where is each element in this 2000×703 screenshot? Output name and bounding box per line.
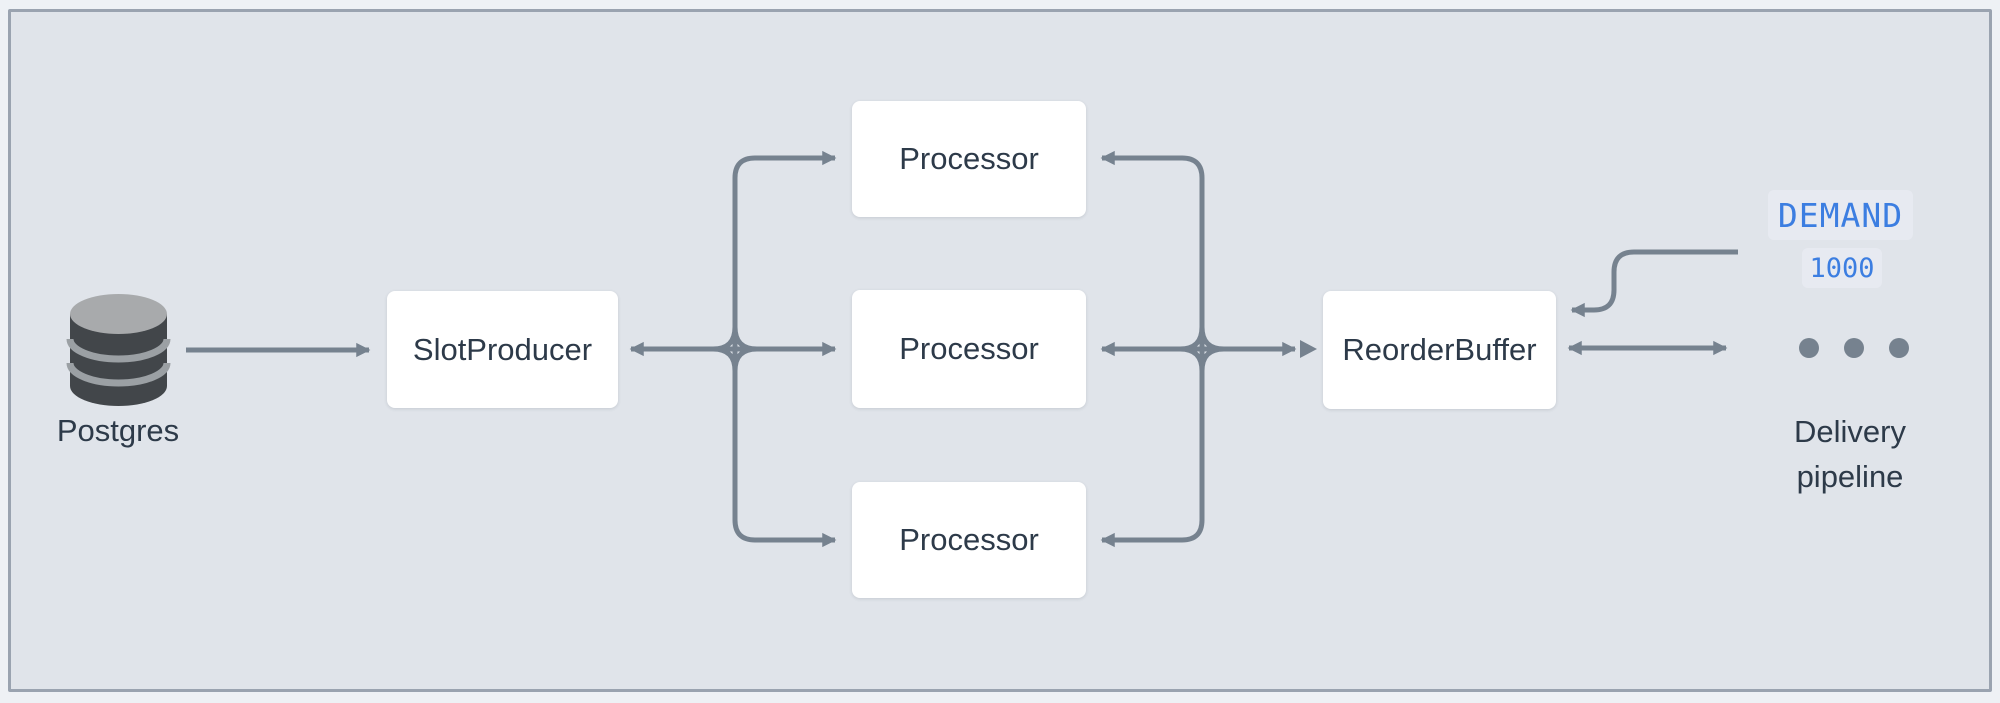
demand-badge: DEMAND	[1768, 190, 1913, 240]
branch-left	[732, 150, 837, 548]
double-arrowhead	[1300, 340, 1317, 358]
node-processor-middle: Processor	[852, 290, 1086, 408]
postgres-label: Postgres	[18, 413, 218, 449]
node-slotproducer: SlotProducer	[387, 291, 618, 408]
delivery-label-line1: Delivery	[1794, 414, 1906, 449]
node-processor-label: Processor	[899, 141, 1039, 176]
arrow-demand-to-reorderbuffer	[1570, 249, 1738, 318]
branch-right-fillet	[1179, 326, 1205, 352]
node-processor-top: Processor	[852, 101, 1086, 217]
branch-right-fillet	[1179, 346, 1205, 372]
postgres-database-icon	[66, 294, 171, 406]
delivery-label-line2: pipeline	[1796, 459, 1904, 494]
demand-value-badge: 1000	[1802, 248, 1882, 288]
postgres-label-text: Postgres	[56, 413, 180, 448]
branch-left-fillet	[712, 326, 738, 352]
node-processor-label: Processor	[899, 331, 1039, 366]
node-processor-label: Processor	[899, 522, 1039, 557]
branch-left-fillet	[712, 346, 738, 372]
ellipsis-icon	[1799, 338, 1909, 358]
node-reorderbuffer-label: ReorderBuffer	[1342, 332, 1537, 367]
node-slotproducer-label: SlotProducer	[412, 331, 593, 367]
branch-right-fillet	[1199, 346, 1225, 372]
node-reorderbuffer: ReorderBuffer	[1323, 291, 1556, 409]
demand-badge-text: DEMAND	[1777, 195, 1904, 235]
demand-value-text: 1000	[1809, 252, 1875, 284]
branch-left-fillet	[732, 326, 758, 352]
node-processor-bottom: Processor	[852, 482, 1086, 598]
branch-left-fillet	[732, 346, 758, 372]
branch-right-fillet	[1199, 326, 1225, 352]
delivery-pipeline-label: Delivery pipeline	[1750, 409, 1950, 499]
